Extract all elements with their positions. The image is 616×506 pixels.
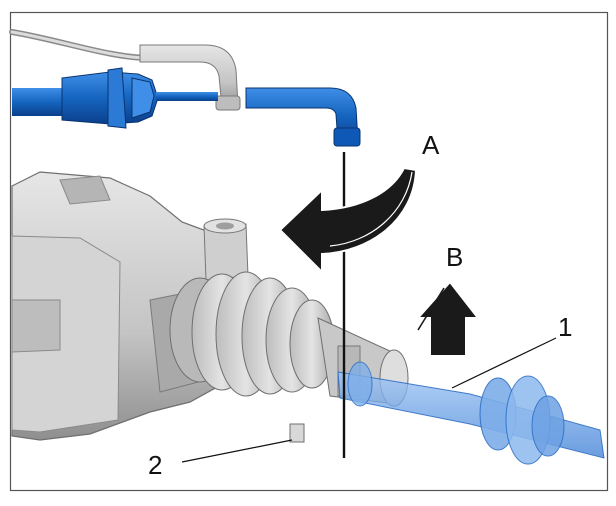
leader-line-1 (451, 337, 557, 389)
upper-blue-hose (12, 67, 361, 147)
grey-cable-highlight (10, 30, 152, 60)
rotation-arrow-a (278, 166, 418, 275)
leader-line-2 (181, 439, 293, 463)
label-b: B (446, 242, 463, 272)
label-a: A (422, 130, 440, 160)
rubber-boot (169, 271, 409, 407)
lift-arrow-b (415, 280, 481, 357)
label-part-2: 2 (148, 450, 162, 480)
label-part-1: 1 (558, 312, 572, 342)
transparent-hose (337, 361, 605, 465)
clip-part (289, 423, 305, 443)
grey-elbow-connector (139, 44, 241, 111)
figure-frame (9, 11, 609, 492)
